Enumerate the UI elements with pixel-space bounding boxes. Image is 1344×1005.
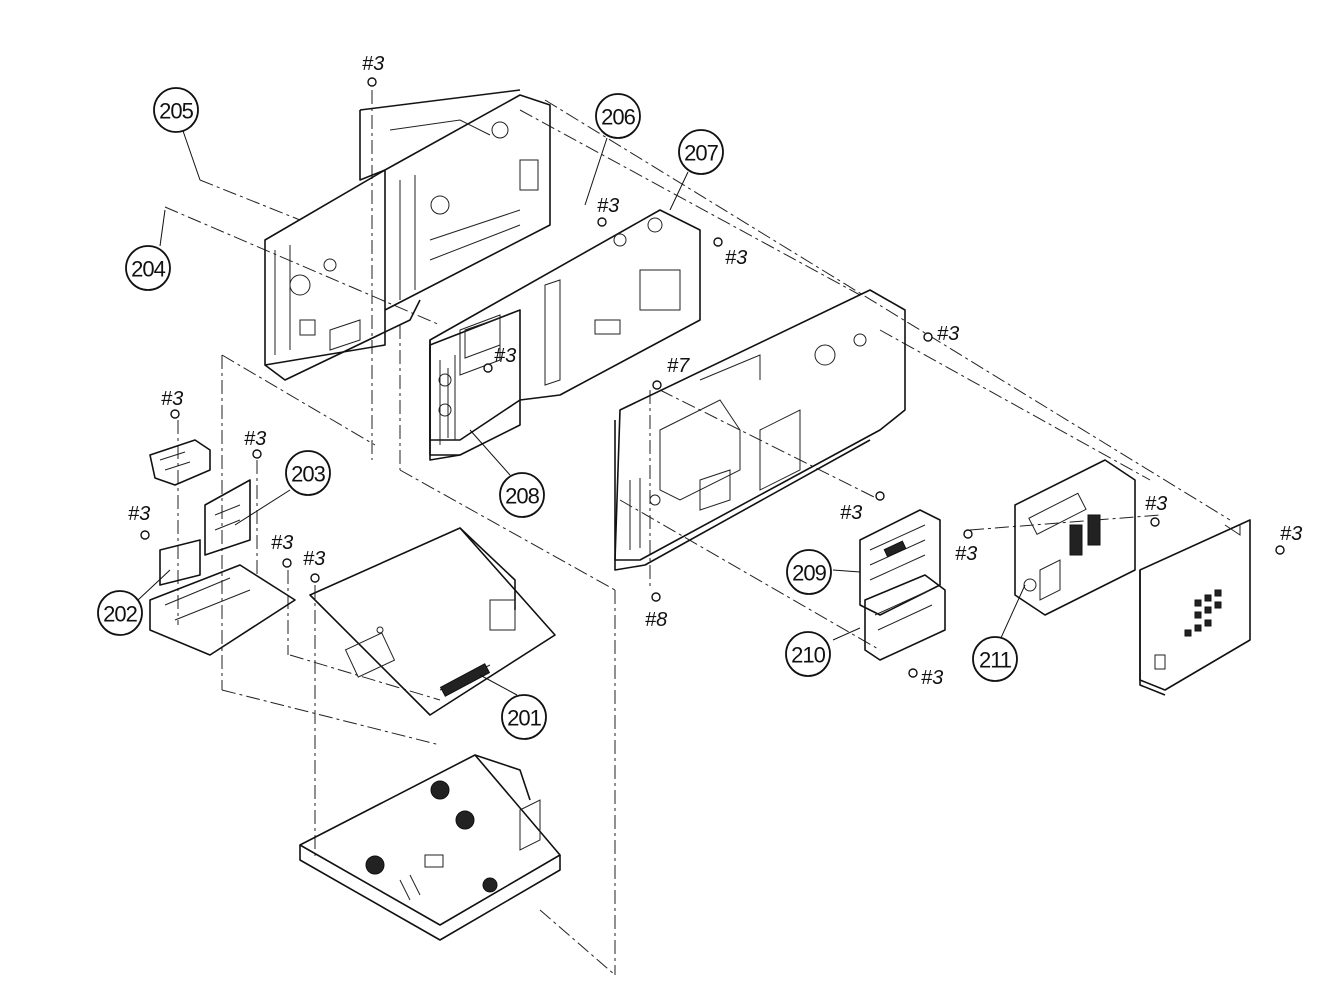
callout-209: 209 (786, 549, 832, 595)
leader-lines (137, 127, 1026, 696)
callout-204: 204 (125, 245, 171, 291)
vent-grid (1184, 589, 1222, 637)
callout-210: 210 (785, 631, 831, 677)
callout-203-label: 203 (291, 462, 325, 487)
screw-label: #8 (645, 609, 667, 631)
screw-label: #3 (1145, 493, 1167, 515)
callout-205-label: 205 (159, 99, 193, 124)
screw-203-top: #3 (244, 428, 266, 459)
board-209-bracket-210 (859, 509, 946, 661)
screw-top-center: #3 (362, 53, 384, 87)
screw-206: #3 (597, 195, 619, 227)
middle-frame (429, 209, 701, 461)
right-chassis-frame (614, 289, 906, 571)
screw-201-right: #3 (303, 548, 325, 583)
bottom-chassis-tray (299, 754, 561, 941)
screw-right-frame-top: #3 (923, 323, 959, 345)
screw-label: #3 (725, 247, 747, 269)
screw-8: #8 (645, 592, 667, 631)
callout-207: 207 (678, 129, 724, 175)
screw-202-left: #3 (128, 503, 150, 540)
callout-211-label: 211 (979, 648, 1012, 673)
callout-209-label: 209 (792, 561, 826, 586)
callout-206-label: 206 (601, 105, 635, 130)
callout-201-label: 201 (507, 706, 541, 731)
callout-208: 208 (499, 472, 545, 518)
screw-209-right: #3 (955, 529, 977, 565)
screw-rear-panel: #3 (1275, 523, 1302, 555)
screw-label: #3 (494, 345, 516, 367)
callout-203: 203 (285, 450, 331, 496)
callout-208-label: 208 (505, 484, 539, 509)
callout-207-label: 207 (684, 141, 718, 166)
bracket-assembly-202-203 (149, 439, 296, 656)
screw-label: #3 (271, 532, 293, 554)
callout-211: 211 (972, 636, 1018, 682)
screw-210: #3 (908, 667, 943, 689)
screw-7: #7 (652, 355, 690, 390)
screw-label: #3 (597, 195, 619, 217)
callout-206: 206 (595, 93, 641, 139)
screw-label: #3 (161, 388, 183, 410)
screw-201-left: #3 (271, 532, 293, 568)
callout-210-label: 210 (791, 643, 825, 668)
screw-label: #3 (128, 503, 150, 525)
rear-panel (1139, 519, 1251, 696)
bracket-208 (429, 309, 521, 456)
callout-204-label: 204 (131, 257, 165, 282)
screw-211: #3 (1145, 493, 1167, 527)
screw-label: #3 (244, 428, 266, 450)
screw-label: #7 (667, 355, 690, 377)
board-211 (1014, 459, 1136, 616)
callout-205: 205 (153, 87, 199, 133)
screw-209-left: #3 (840, 491, 885, 524)
screw-202-top: #3 (161, 388, 183, 419)
screw-label: #3 (362, 53, 384, 75)
screw-label: #3 (840, 502, 862, 524)
main-board-201 (309, 527, 556, 716)
callout-202-label: 202 (103, 602, 137, 627)
screw-label: #3 (937, 323, 959, 345)
screw-label: #3 (921, 667, 943, 689)
callout-201: 201 (501, 694, 547, 740)
screw-208: #3 (483, 345, 516, 373)
callout-202: 202 (97, 590, 143, 636)
screw-label: #3 (955, 543, 977, 565)
rear-chassis-frame (264, 89, 551, 381)
screw-207: #3 (713, 237, 747, 269)
screw-label: #3 (303, 548, 325, 570)
screw-label: #3 (1280, 523, 1302, 545)
